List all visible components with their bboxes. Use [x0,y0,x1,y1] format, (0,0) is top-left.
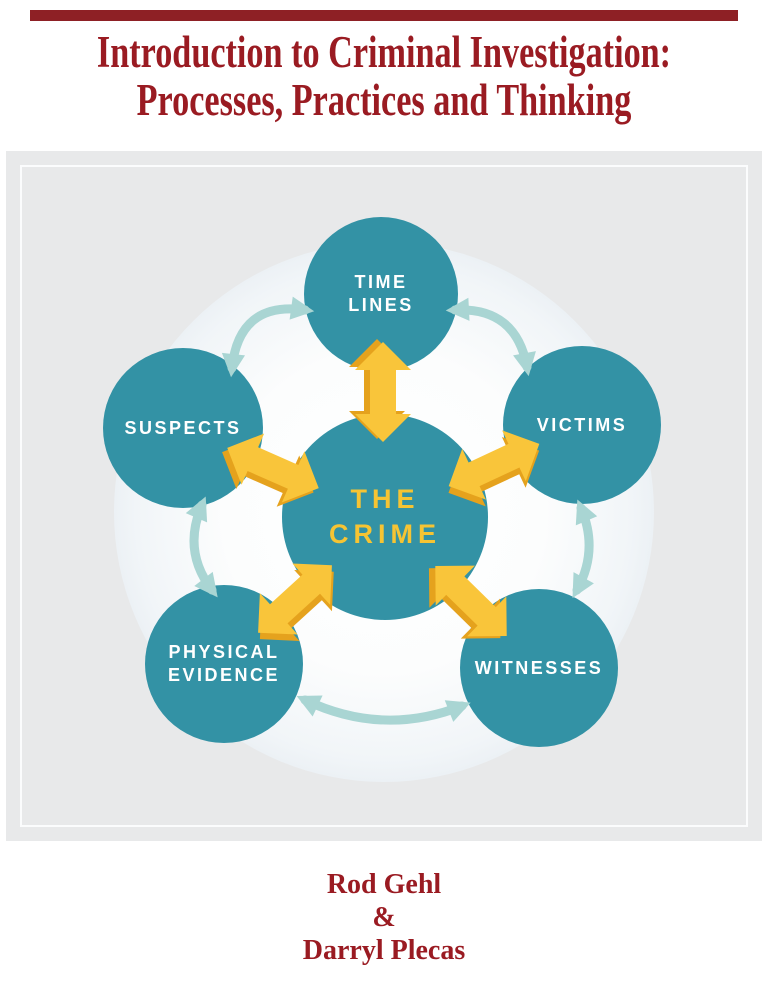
book-title-line2: Processes, Practices and Thinking [136,75,632,125]
node-physical-evidence: PHYSICAL EVIDENCE [145,585,303,743]
diagram-panel: TIME LINES VICTIMS SUSPECTS PHYSICAL EVI… [6,151,762,841]
author-1: Rod Gehl [326,869,442,900]
top-rule-bar [30,10,738,21]
node-the-crime-label: THE CRIME [329,484,441,549]
node-victims-label: VICTIMS [536,414,628,435]
author-separator: & [372,902,396,933]
node-victims: VICTIMS [503,346,661,504]
author-2: Darryl Plecas [302,935,466,966]
node-suspects: SUSPECTS [103,348,263,508]
panel-inner-border [20,165,748,827]
book-title: Introduction to Criminal Investigation: … [92,28,676,124]
authors: Rod Gehl & Darryl Plecas [0,868,768,967]
node-physical-evidence-label: PHYSICAL EVIDENCE [167,642,281,685]
book-title-line1: Introduction to Criminal Investigation: [96,27,672,77]
node-the-crime: THE CRIME [282,414,488,620]
node-time-lines-label: TIME LINES [348,272,414,315]
node-suspects-label: SUSPECTS [124,417,242,438]
node-witnesses-label: WITNESSES [474,657,604,678]
node-time-lines: TIME LINES [304,217,458,371]
node-witnesses: WITNESSES [460,589,618,747]
